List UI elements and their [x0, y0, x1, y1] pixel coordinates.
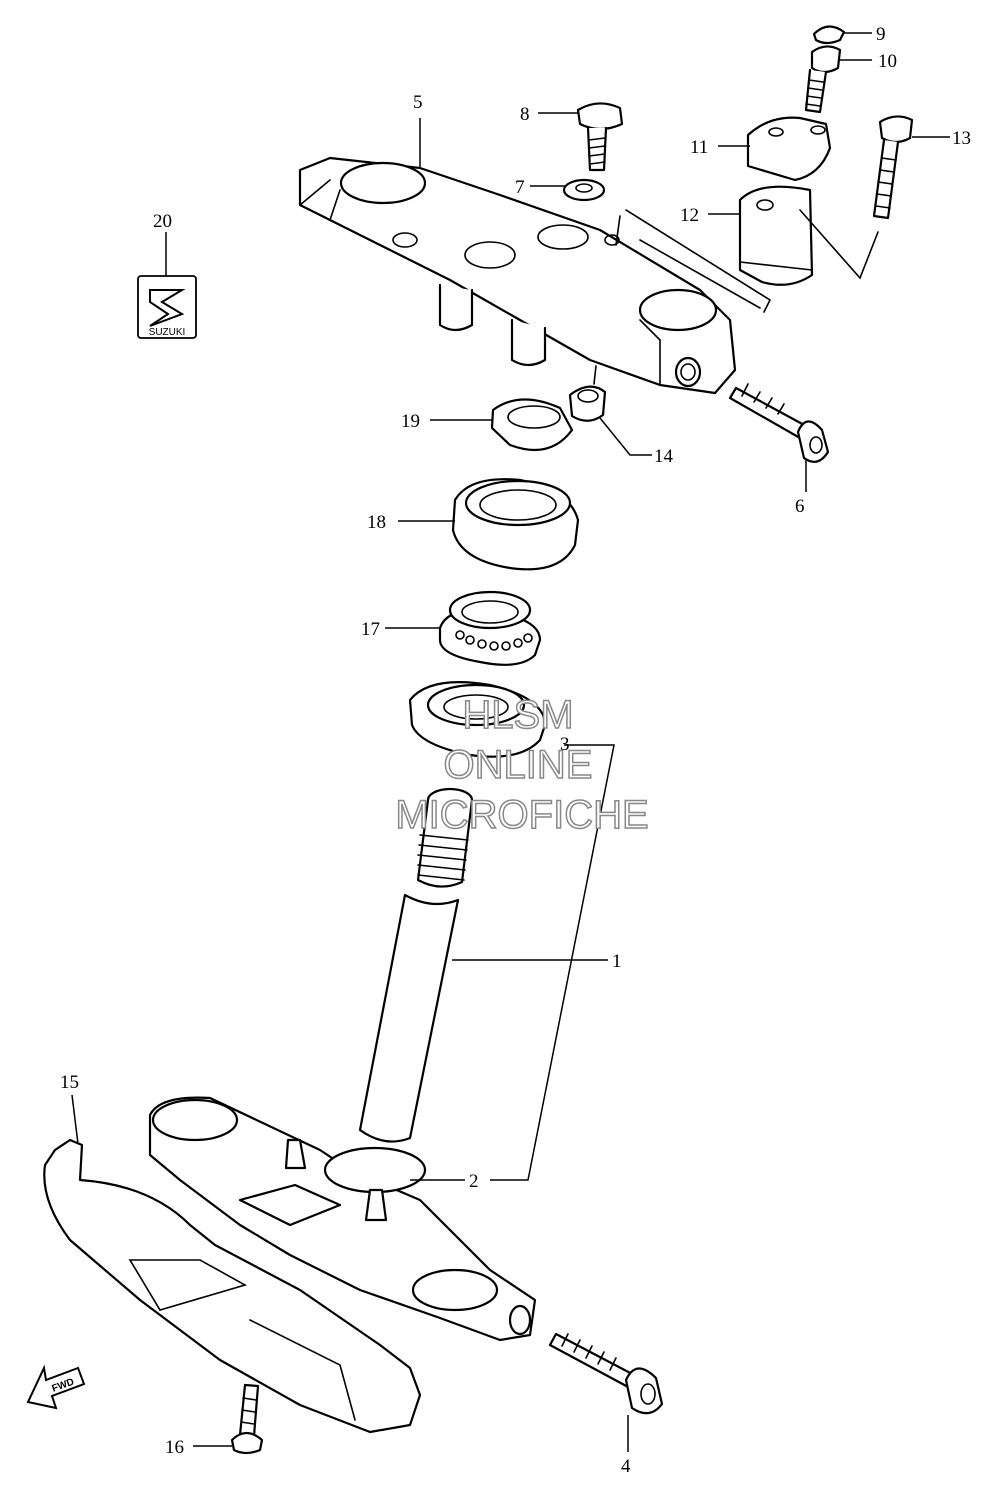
- fwd-arrow-icon: FWD: [26, 1364, 86, 1410]
- watermark-line-2: ONLINE: [444, 743, 593, 787]
- bolt-13: [872, 115, 914, 220]
- screw-16: [230, 1383, 264, 1455]
- logo-text: SUZUKI: [149, 327, 186, 338]
- callout-16: 16: [165, 1437, 184, 1458]
- callout-20: 20: [153, 211, 172, 232]
- watermark: HLSM ONLINE MICROFICHE: [395, 692, 650, 838]
- suzuki-emblem: SUZUKI: [137, 275, 197, 339]
- ring-nut-19: [490, 398, 574, 452]
- callout-7: 7: [515, 177, 525, 198]
- callout-13: 13: [952, 128, 971, 149]
- watermark-line-3: MICROFICHE: [395, 793, 648, 837]
- upper-bracket: [298, 156, 737, 395]
- cap-9: [812, 25, 846, 45]
- cover-15: [43, 1138, 422, 1434]
- callout-6: 6: [795, 496, 805, 517]
- callout-10: 10: [878, 51, 897, 72]
- lower-bracket: [148, 1096, 537, 1342]
- callout-5: 5: [413, 92, 423, 113]
- holder-12: [738, 185, 814, 286]
- watermark-line-1: HLSM: [462, 693, 573, 737]
- callout-15: 15: [60, 1072, 79, 1093]
- washer-7: [562, 178, 606, 202]
- seal-3: [408, 681, 547, 758]
- leader-lines: [71, 32, 950, 1452]
- callout-12: 12: [680, 205, 699, 226]
- bolt-10: [804, 45, 842, 114]
- holder-11: [746, 116, 832, 182]
- callout-8: 8: [520, 104, 530, 125]
- steering-stem-1: [358, 787, 474, 1143]
- seal-18: [451, 478, 580, 571]
- callout-4: 4: [621, 1456, 631, 1477]
- callout-14: 14: [654, 446, 674, 467]
- callout-3: 3: [560, 734, 570, 755]
- callout-2: 2: [469, 1171, 479, 1192]
- callout-9: 9: [876, 24, 886, 45]
- callout-1: 1: [612, 951, 622, 972]
- bolt-4: [548, 1332, 664, 1415]
- bearing-17: [438, 590, 542, 666]
- callout-17: 17: [361, 619, 380, 640]
- callout-19: 19: [401, 411, 420, 432]
- bolt-6: [728, 383, 830, 463]
- callout-18: 18: [367, 512, 386, 533]
- bolt-8: [576, 102, 624, 172]
- callout-11: 11: [690, 137, 708, 158]
- nut-14: [568, 365, 607, 422]
- callouts: 1 2 3 4 5 6 7 8 9 10 11 12 13 14 15 16 1…: [60, 24, 971, 1477]
